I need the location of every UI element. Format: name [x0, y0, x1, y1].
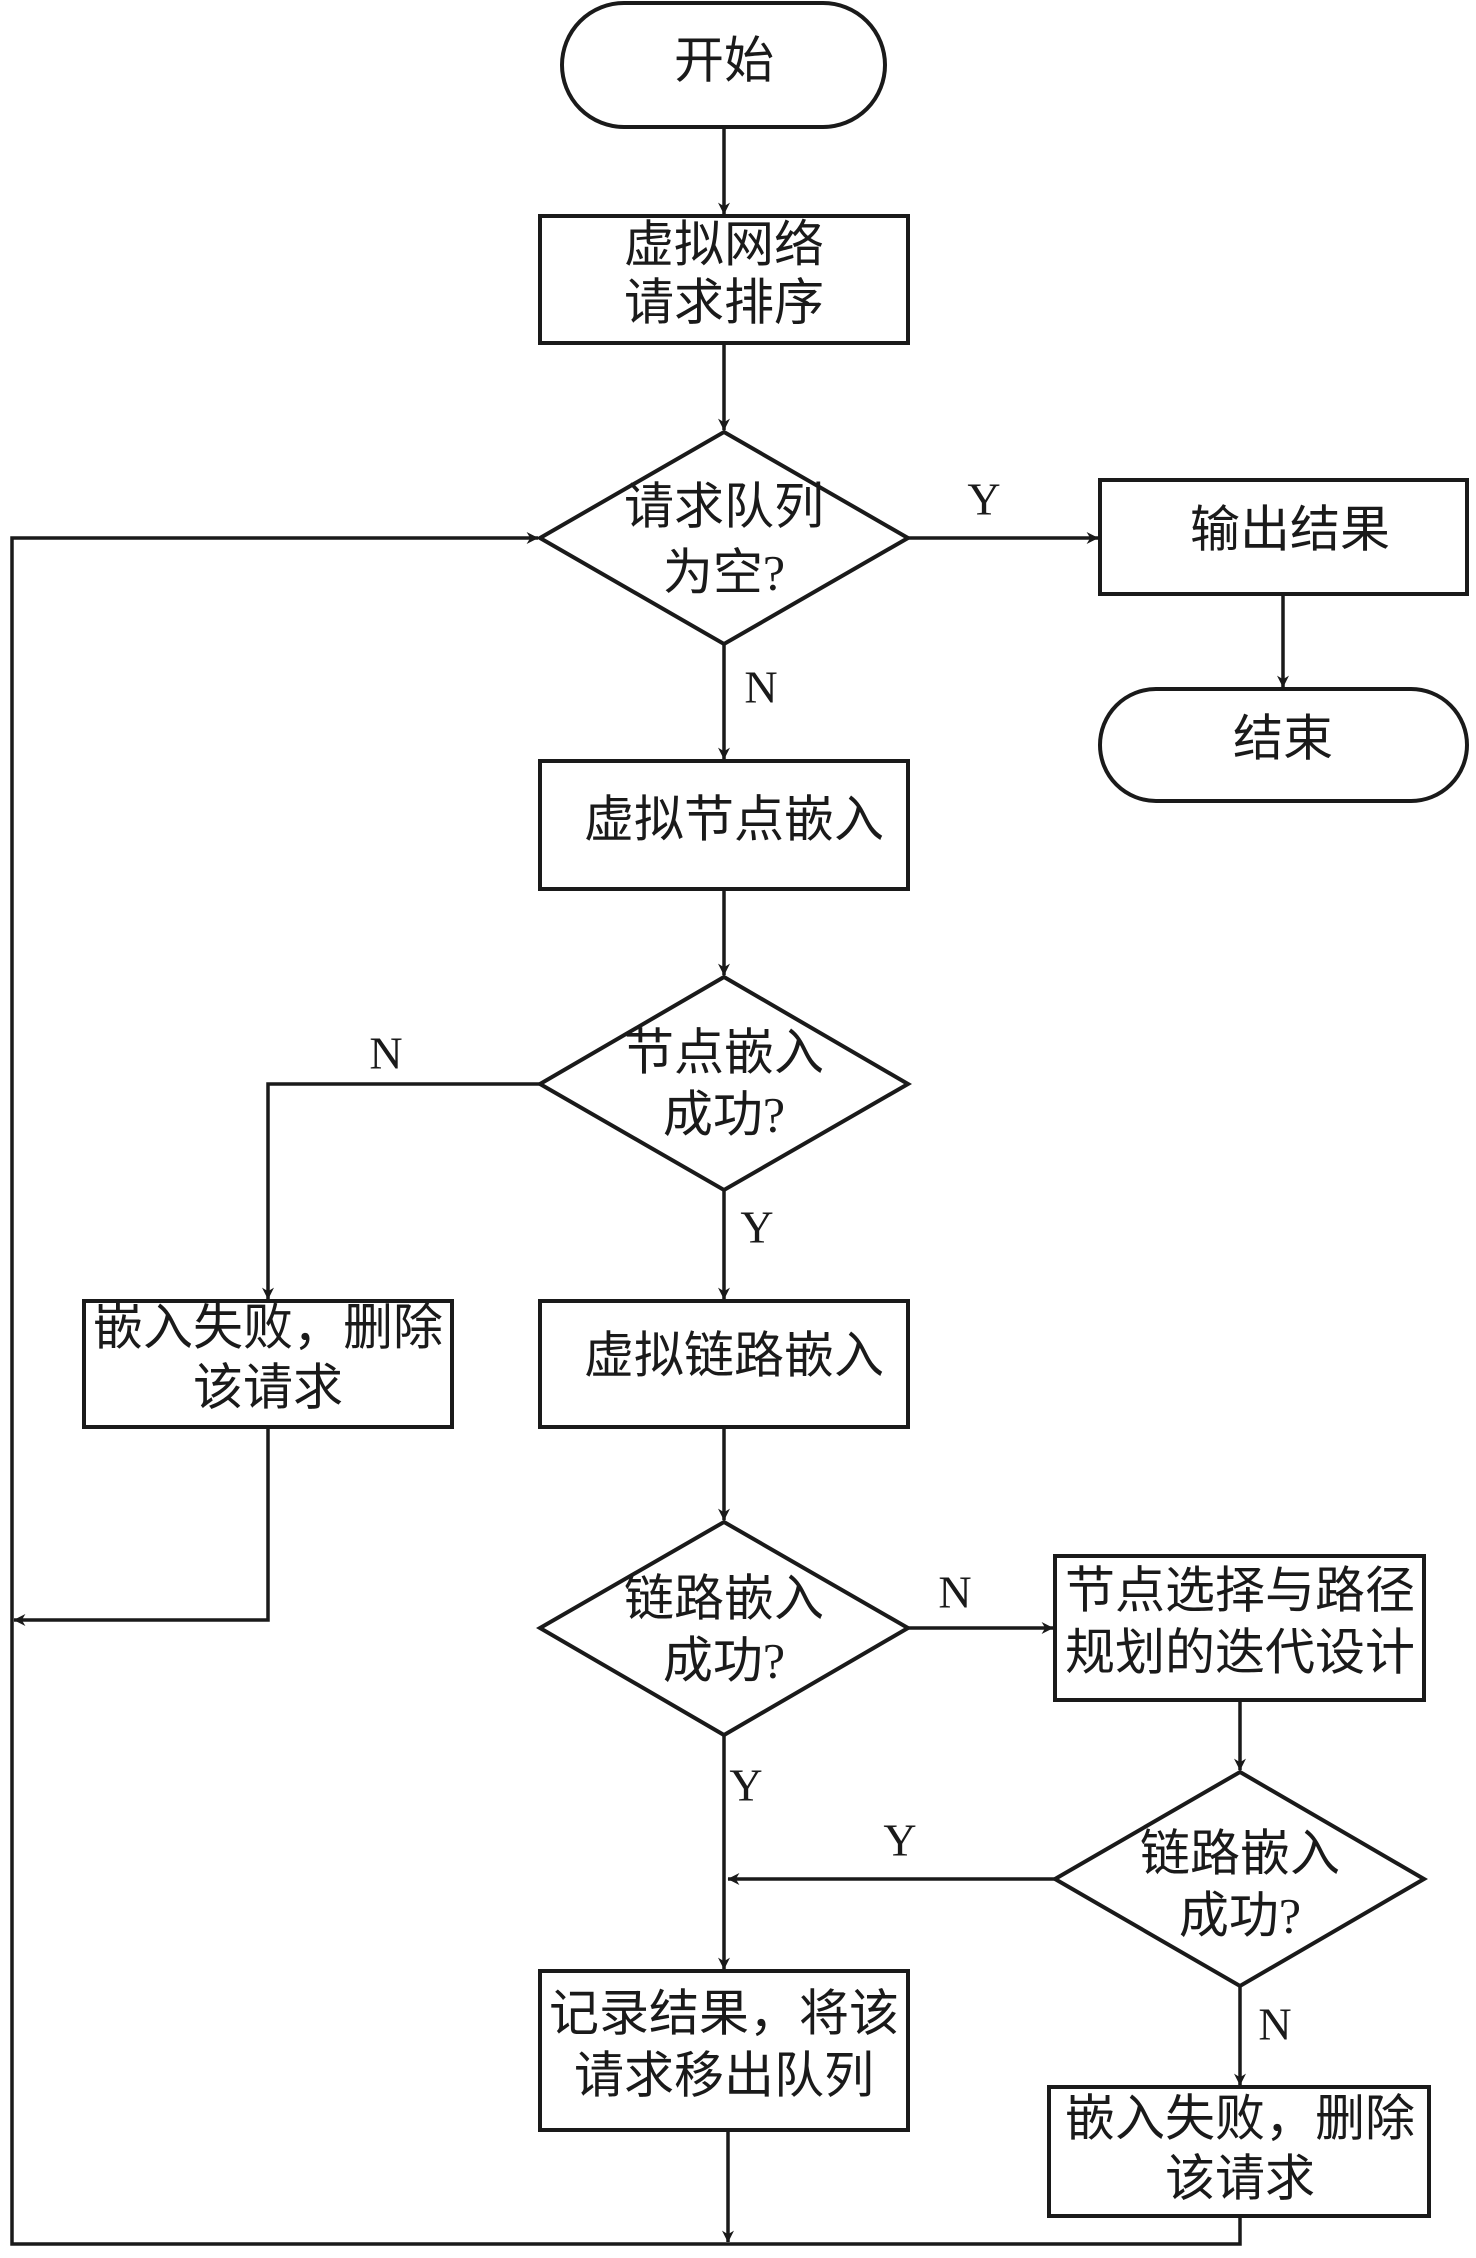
link-success-decision-2: 链路嵌入 成功? [1051, 1769, 1428, 1989]
label-node-no: N [369, 1028, 402, 1079]
node-ok-label-line1: 节点嵌入 [624, 1024, 824, 1080]
node-success-decision: 节点嵌入 成功? [536, 974, 912, 1193]
label-link-yes: Y [729, 1760, 762, 1811]
link-embed-label: 虚拟链路嵌入 [584, 1327, 884, 1383]
fail1-label-line2: 该请求 [193, 1359, 343, 1415]
label-link2-no: N [1258, 1999, 1291, 2050]
fail2-label-line1: 嵌入失败，删除 [1065, 2090, 1415, 2146]
start-node: 开始 [560, 1, 887, 129]
link-ok-label-line2: 成功? [663, 1632, 785, 1688]
output-label: 输出结果 [1190, 501, 1390, 557]
fail1-label-line1: 嵌入失败，删除 [93, 1299, 443, 1355]
sort-requests-box: 虚拟网络 请求排序 [538, 214, 910, 345]
label-queue-yes: Y [967, 474, 1000, 525]
label-link2-yes: Y [883, 1815, 916, 1866]
end-node: 结束 [1098, 687, 1469, 803]
iterate-label-line1: 节点选择与路径 [1065, 1562, 1415, 1618]
sort-label-line2: 请求排序 [624, 274, 824, 330]
link-ok2-label-line2: 成功? [1179, 1887, 1301, 1943]
link-embed-box: 虚拟链路嵌入 [538, 1299, 910, 1429]
end-label: 结束 [1233, 710, 1333, 766]
queue-label-line2: 为空? [663, 544, 785, 600]
queue-empty-decision: 请求队列 为空? [535, 429, 913, 647]
output-result-box: 输出结果 [1098, 478, 1469, 596]
label-queue-no: N [744, 662, 777, 713]
node-ok-label-line2: 成功? [663, 1086, 785, 1142]
start-label: 开始 [674, 32, 774, 88]
label-link-no: N [938, 1567, 971, 1618]
embed-fail-box-2: 嵌入失败，删除 该请求 [1047, 2085, 1431, 2218]
embed-fail-box-1: 嵌入失败，删除 该请求 [82, 1299, 454, 1429]
record-label-line2: 请求移出队列 [574, 2047, 874, 2103]
sort-label-line1: 虚拟网络 [624, 216, 824, 272]
connectors [10, 127, 1289, 2246]
link-ok2-label-line1: 链路嵌入 [1140, 1825, 1340, 1881]
node-embed-label: 虚拟节点嵌入 [584, 791, 884, 847]
link-ok-label-line1: 链路嵌入 [624, 1570, 824, 1626]
arrow-node-no-to-fail1 [262, 1082, 540, 1300]
iterate-label-line2: 规划的迭代设计 [1065, 1624, 1415, 1680]
loop-back-line [10, 532, 1242, 2246]
fail2-label-line2: 该请求 [1165, 2150, 1315, 2206]
queue-label-line1: 请求队列 [624, 478, 824, 534]
label-node-yes: Y [740, 1202, 773, 1253]
node-embed-box: 虚拟节点嵌入 [538, 759, 910, 891]
iterative-design-box: 节点选择与路径 规划的迭代设计 [1053, 1554, 1426, 1702]
link-success-decision: 链路嵌入 成功? [536, 1519, 912, 1738]
record-label-line1: 记录结果，将该 [549, 1985, 899, 2041]
arrow-fail1-to-loop [13, 1427, 270, 1626]
record-result-box: 记录结果，将该 请求移出队列 [538, 1969, 910, 2132]
